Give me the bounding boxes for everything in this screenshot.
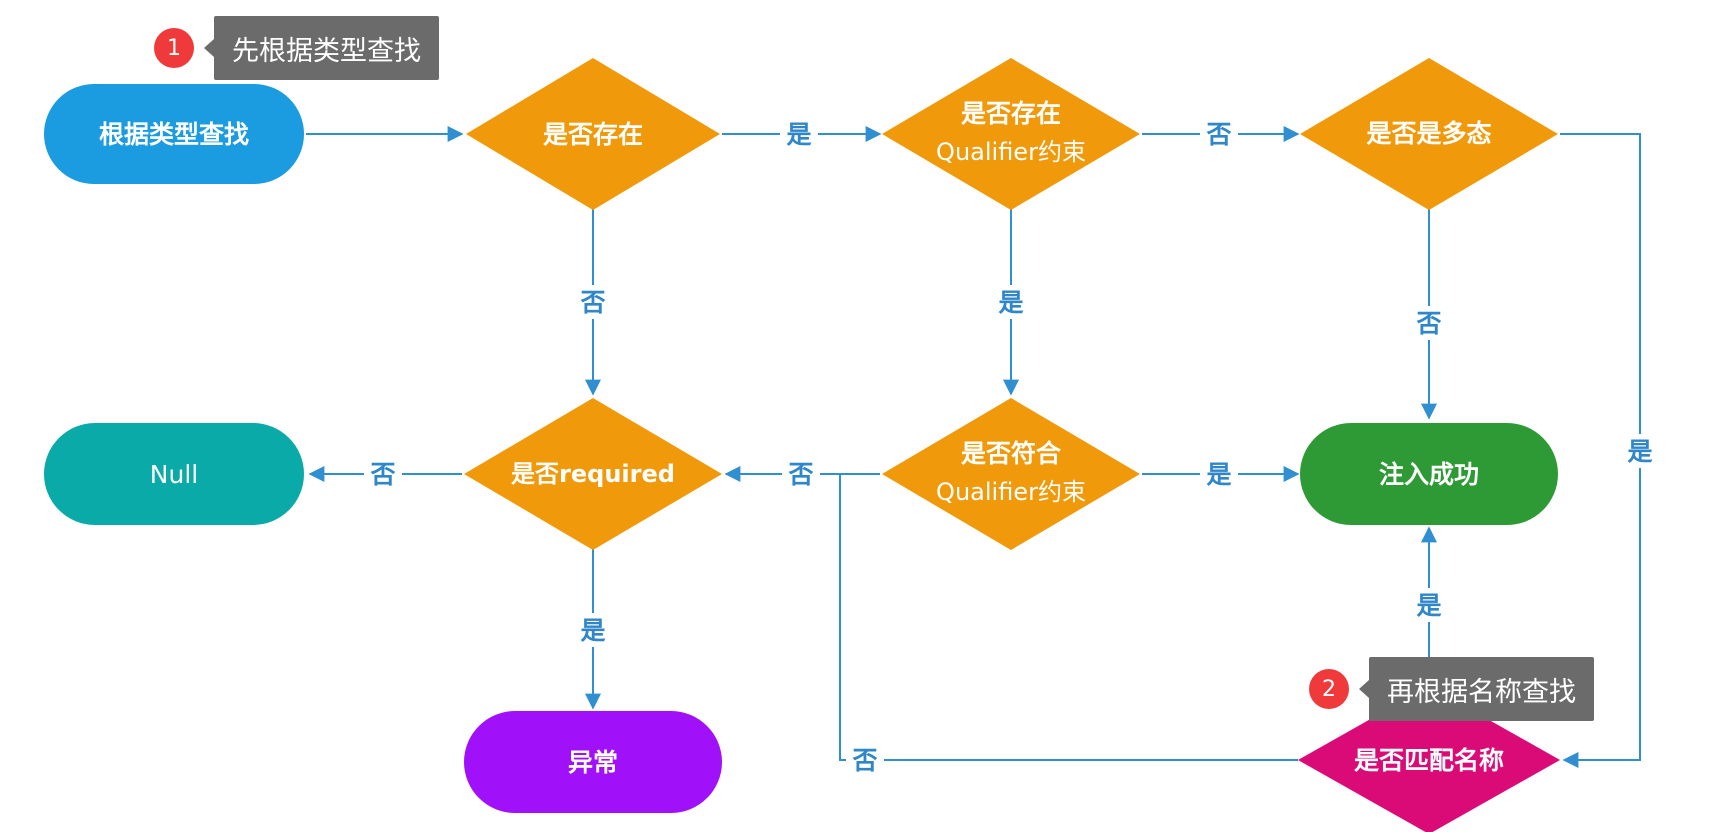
callout-2: 2 再根据名称查找 bbox=[1309, 657, 1594, 721]
required-decision bbox=[464, 398, 722, 550]
edge-label-required-no: 否 bbox=[369, 460, 395, 489]
callout-2-pointer bbox=[1359, 680, 1369, 698]
name-match-decision bbox=[1298, 686, 1560, 832]
node-null: Null bbox=[44, 423, 304, 525]
node-start: 根据类型查找 bbox=[44, 84, 304, 184]
edge-label-qualifier-exists-no: 否 bbox=[1205, 120, 1231, 149]
edge-labels: 是 否 否 是 否 是 是 否 否 是 是 否 bbox=[364, 118, 1659, 776]
edge-label-qualifier-exists-yes: 是 bbox=[998, 288, 1023, 317]
node-exception: 异常 bbox=[464, 711, 722, 813]
polymorphic-label: 是否是多态 bbox=[1366, 119, 1491, 148]
edge-label-qualifier-match-no: 否 bbox=[787, 460, 813, 489]
exception-label: 异常 bbox=[568, 748, 618, 777]
start-label: 根据类型查找 bbox=[99, 120, 249, 149]
edge-label-exists-yes: 是 bbox=[786, 120, 811, 149]
success-terminal bbox=[1300, 423, 1558, 525]
node-name-match: 是否匹配名称 bbox=[1298, 686, 1560, 832]
required-label: 是否required bbox=[511, 460, 675, 488]
success-label: 注入成功 bbox=[1379, 460, 1479, 489]
edge-label-required-yes: 是 bbox=[580, 616, 605, 645]
qualifier-exists-line1: 是否存在 bbox=[961, 99, 1061, 128]
name-match-label: 是否匹配名称 bbox=[1354, 746, 1504, 775]
qualifier-match-line2: Qualifier约束 bbox=[936, 478, 1086, 506]
callout-2-badge: 2 bbox=[1309, 669, 1349, 709]
node-success: 注入成功 bbox=[1300, 423, 1558, 525]
qualifier-match-line1: 是否符合 bbox=[961, 439, 1062, 468]
edge-label-polymorphic-no: 否 bbox=[1415, 309, 1441, 338]
edge-name-match-no bbox=[839, 474, 1298, 761]
node-exists: 是否存在 bbox=[466, 58, 720, 210]
edge-label-name-match-no: 否 bbox=[851, 746, 877, 775]
callout-1: 1 先根据类型查找 bbox=[154, 16, 439, 80]
null-label: Null bbox=[150, 460, 198, 489]
edge-label-qualifier-match-yes: 是 bbox=[1206, 460, 1231, 489]
exists-decision bbox=[466, 58, 720, 210]
qualifier-exists-decision bbox=[882, 58, 1140, 210]
callout-1-badge: 1 bbox=[154, 28, 194, 68]
exists-label: 是否存在 bbox=[543, 120, 643, 149]
null-terminal bbox=[44, 423, 304, 525]
node-required: 是否required bbox=[464, 398, 722, 550]
qualifier-exists-line2: Qualifier约束 bbox=[936, 138, 1086, 166]
qualifier-match-decision bbox=[882, 398, 1140, 550]
callout-2-text: 再根据名称查找 bbox=[1369, 657, 1594, 721]
callout-1-pointer bbox=[204, 39, 214, 57]
edge-label-name-match-yes: 是 bbox=[1416, 591, 1441, 620]
exception-terminal bbox=[464, 711, 722, 813]
polymorphic-decision bbox=[1300, 58, 1558, 210]
start-terminal bbox=[44, 84, 304, 184]
node-polymorphic: 是否是多态 bbox=[1300, 58, 1558, 210]
node-qualifier-match: 是否符合 Qualifier约束 bbox=[882, 398, 1140, 550]
callout-1-text: 先根据类型查找 bbox=[214, 16, 439, 80]
node-qualifier-exists: 是否存在 Qualifier约束 bbox=[882, 58, 1140, 210]
edge-label-polymorphic-yes: 是 bbox=[1627, 437, 1652, 466]
edge-label-exists-no: 否 bbox=[579, 288, 605, 317]
